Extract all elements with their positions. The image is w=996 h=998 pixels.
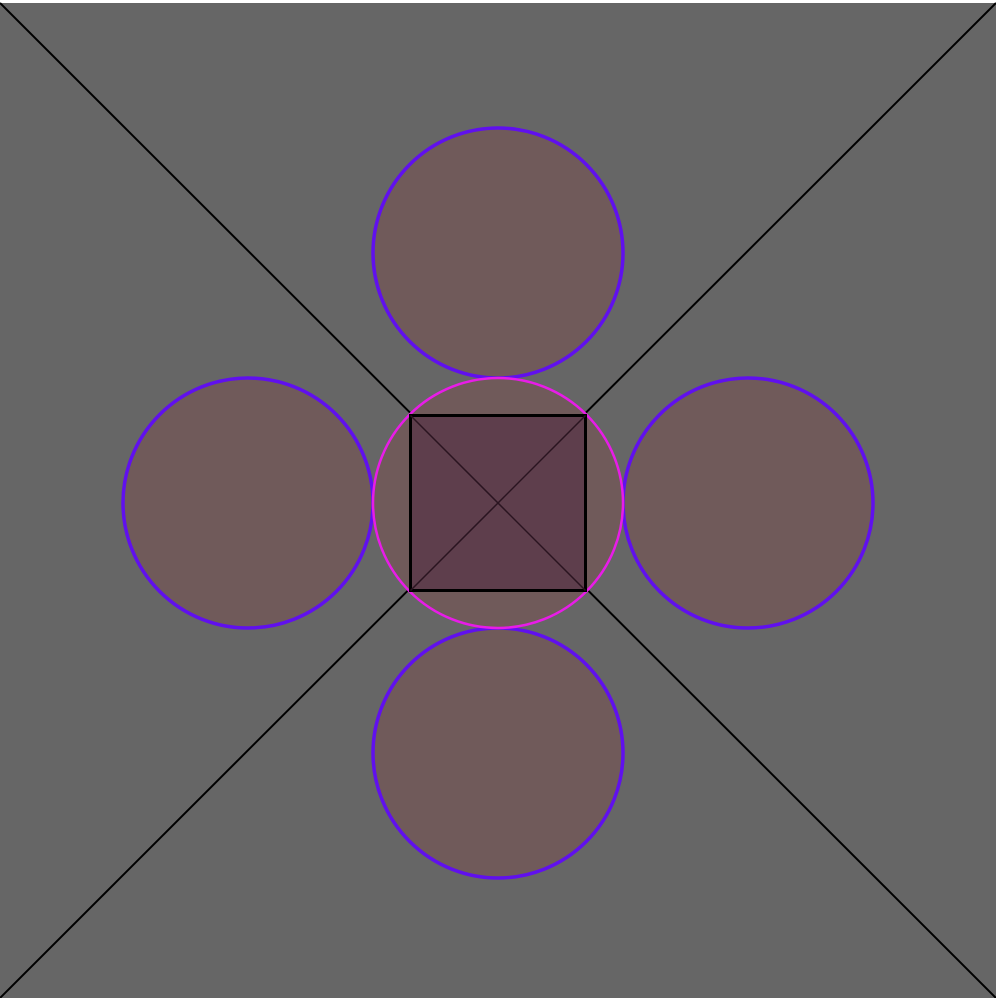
top-strip	[0, 0, 996, 3]
right-circle	[621, 376, 875, 630]
bottom-circle	[371, 626, 625, 880]
top-circle	[371, 126, 625, 380]
left-circle	[121, 376, 375, 630]
square-diagonal-up	[409, 414, 587, 592]
